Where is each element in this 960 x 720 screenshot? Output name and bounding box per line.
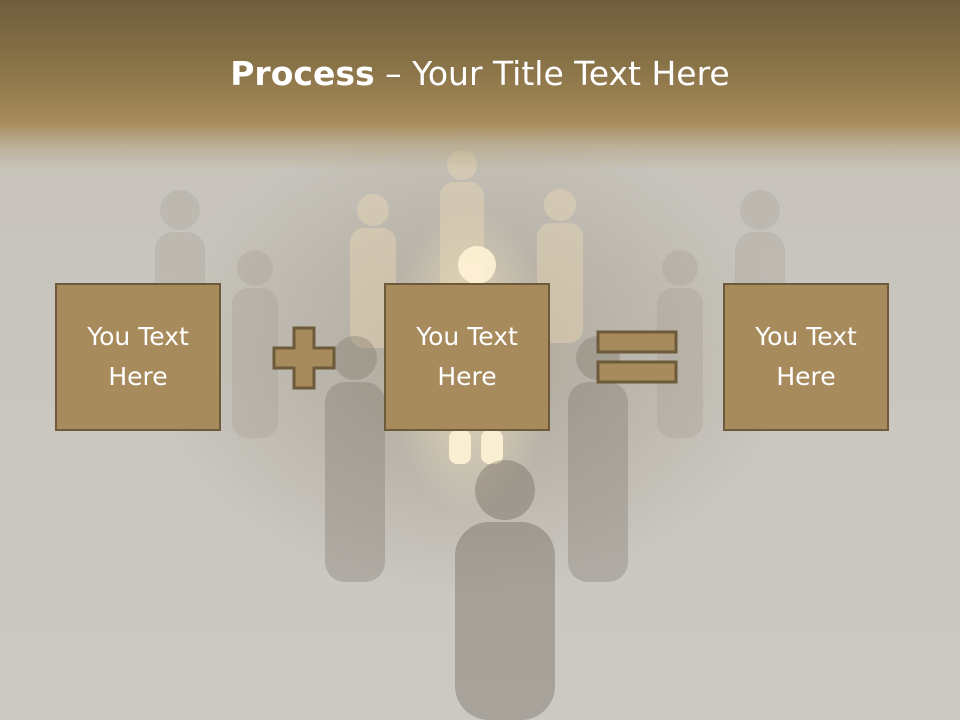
text-box-3: You Text Here [723,283,889,431]
plus-icon [272,326,336,390]
title-strong: Process [230,54,375,93]
slide-title: Process – Your Title Text Here [0,52,960,96]
text-box-2: You Text Here [384,283,550,431]
title-rest: – Your Title Text Here [374,54,730,93]
equals-icon [596,330,678,384]
text-box-1: You Text Here [55,283,221,431]
title-band [0,0,960,170]
